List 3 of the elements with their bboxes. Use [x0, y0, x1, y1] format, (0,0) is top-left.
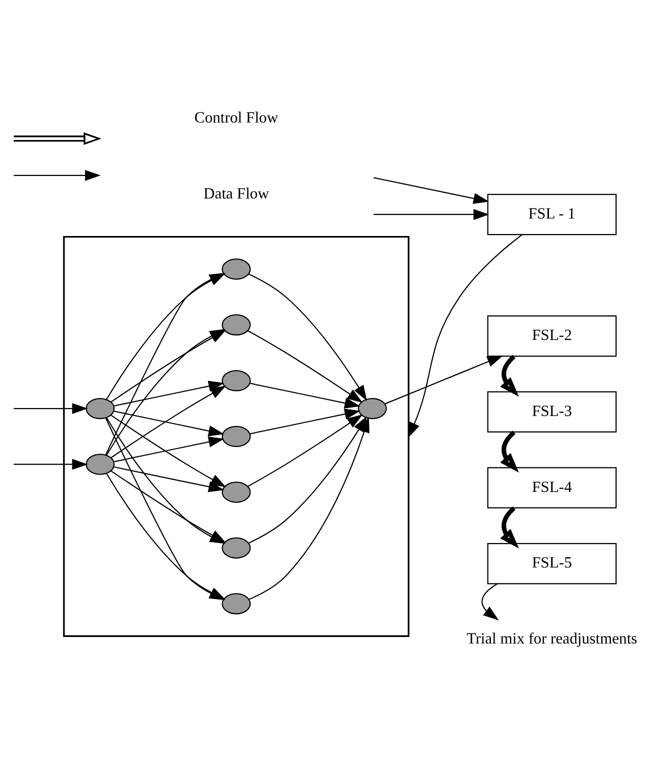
legend-label: Control Flow	[194, 110, 278, 127]
node-text: Trial mix for readjustments	[466, 630, 638, 648]
legend-label: Data Flow	[204, 186, 269, 203]
